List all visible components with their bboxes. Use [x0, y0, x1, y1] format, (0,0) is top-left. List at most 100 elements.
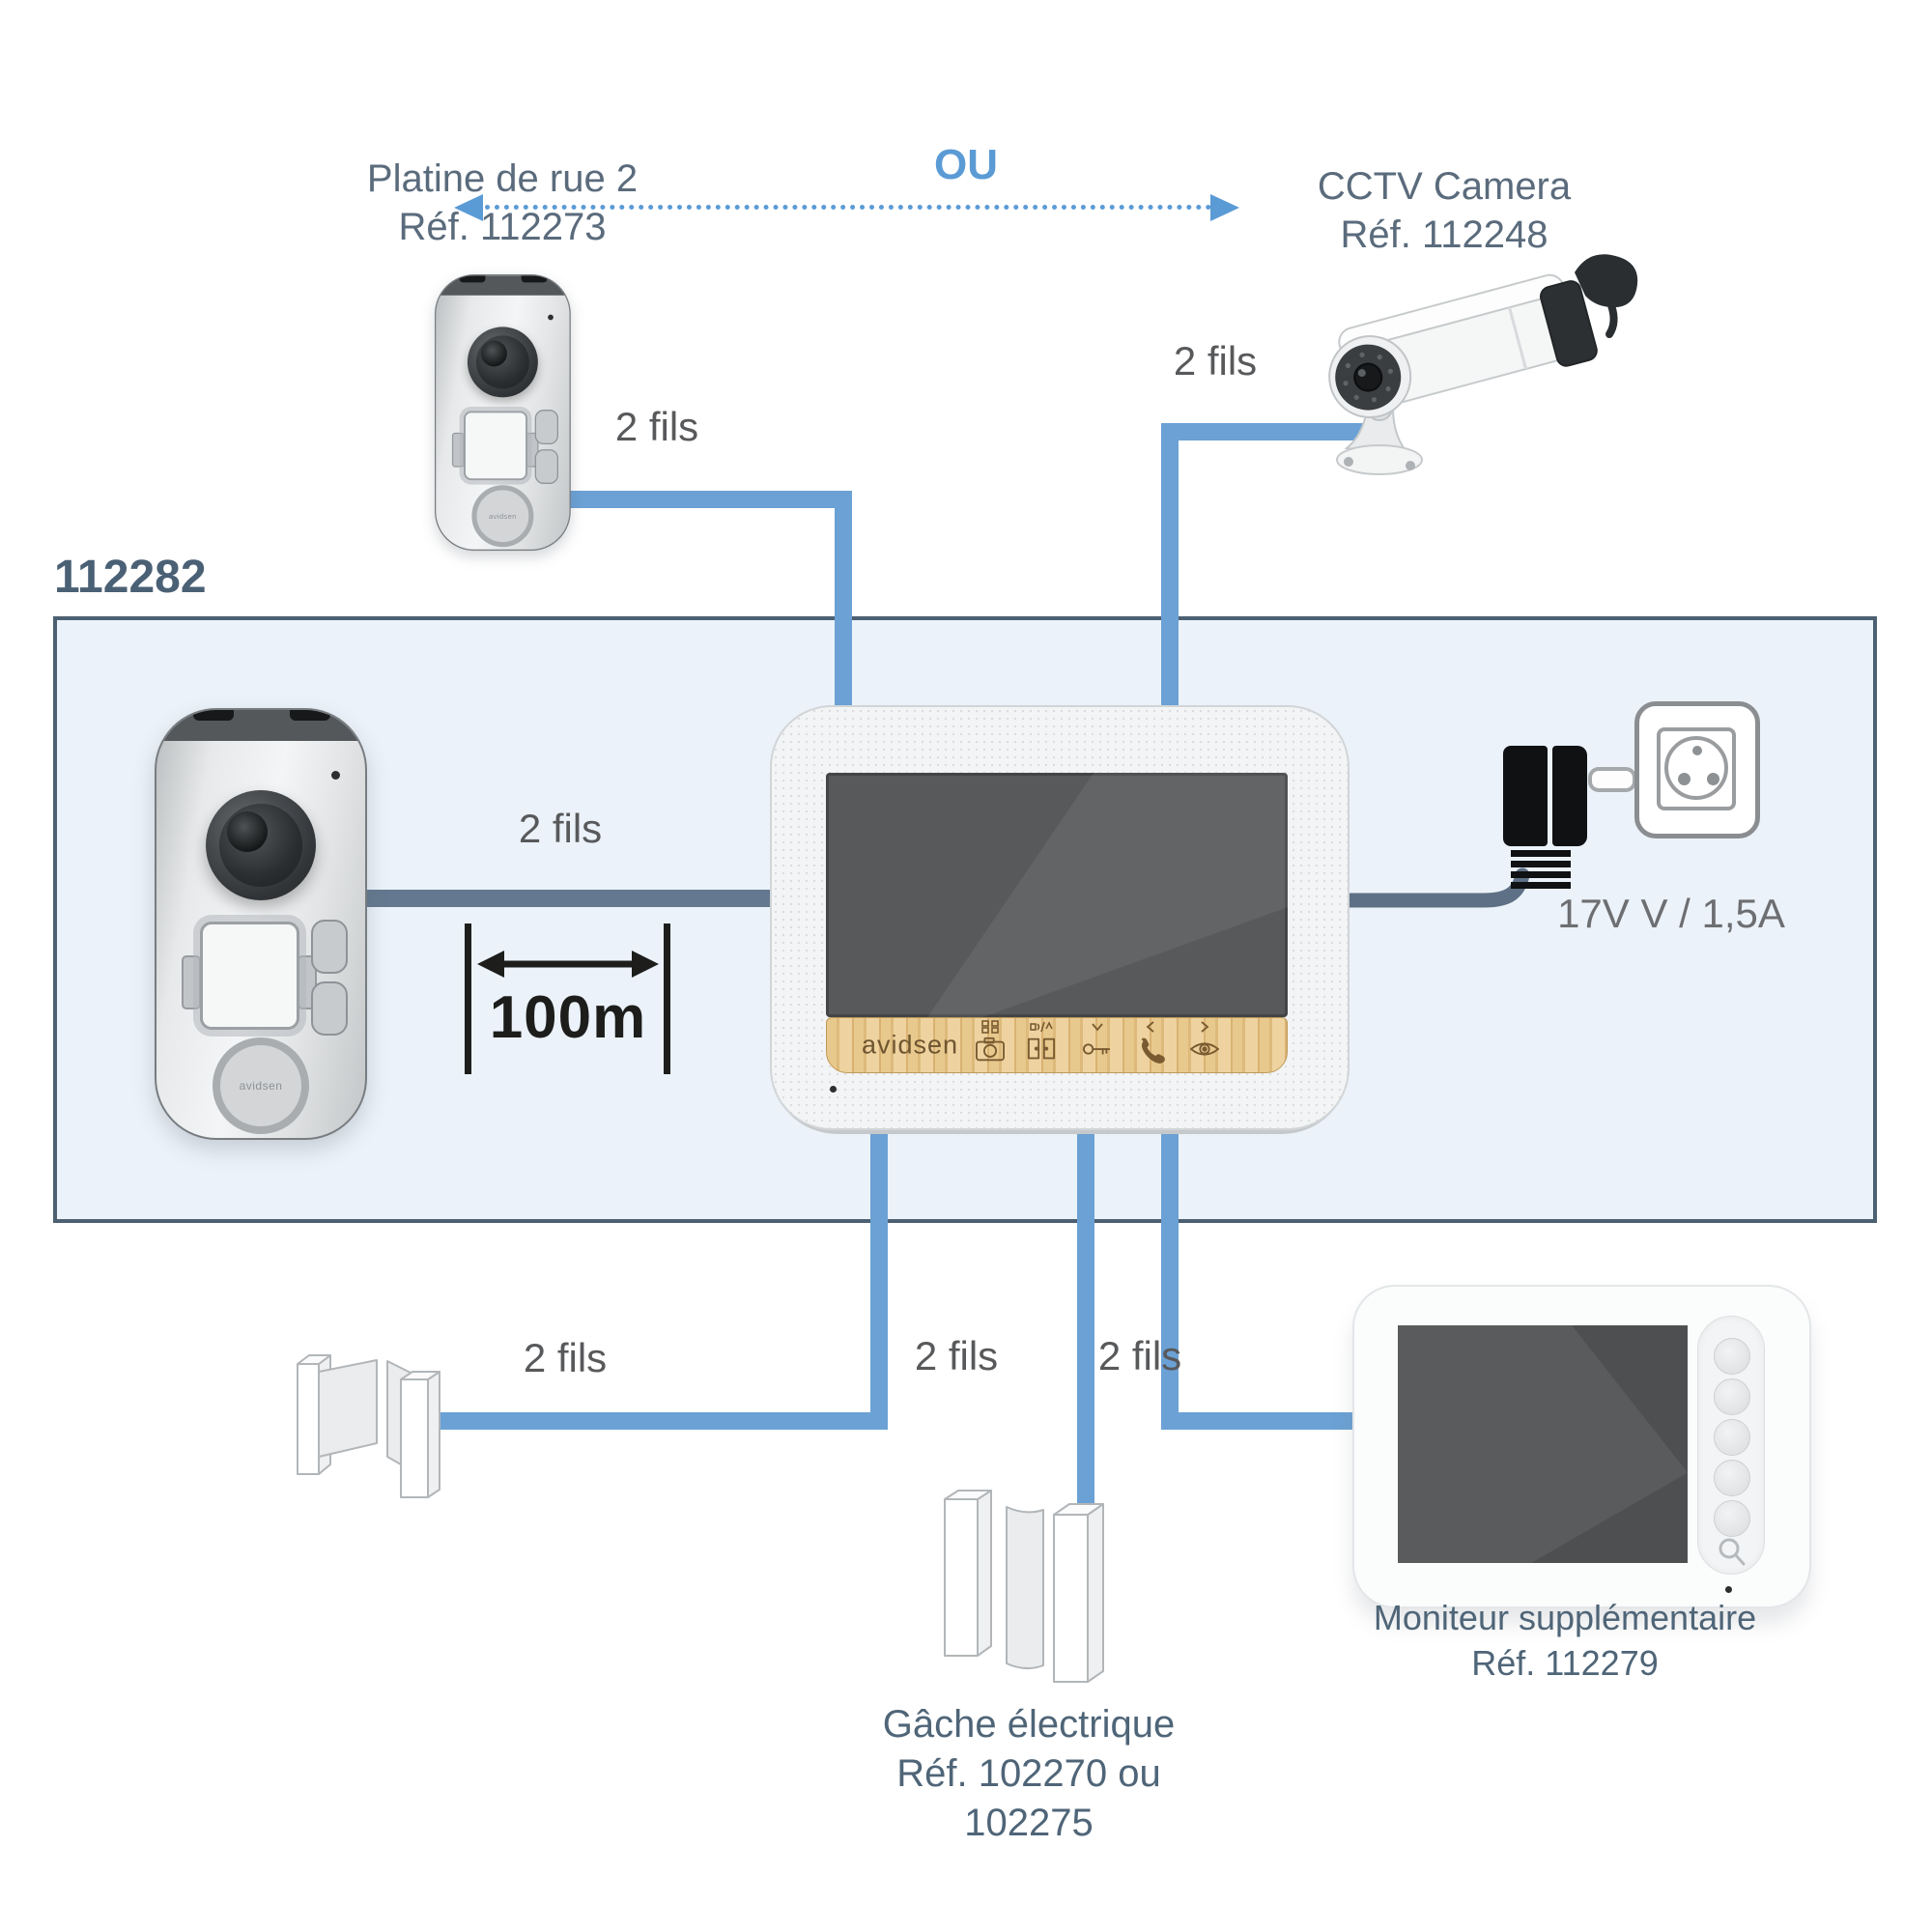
extra-monitor-screen [1398, 1325, 1688, 1563]
extra-monitor-button-1 [1714, 1338, 1750, 1375]
power-adapter [1503, 746, 1648, 900]
power-rating: 17V V / 1,5A [1557, 891, 1785, 936]
cctv-ref: Réf. 112248 [1340, 213, 1548, 256]
door-station-device: avidsen [155, 708, 367, 1140]
wire-door-station [361, 890, 775, 907]
two-wires-label-strike: 2 fils [914, 1333, 999, 1378]
magnifier-icon [1719, 1538, 1746, 1566]
melody-button [1018, 1020, 1065, 1064]
microphone-dot-icon [331, 771, 340, 780]
plug-prong-icon [1588, 767, 1636, 792]
wall-socket-icon [1634, 701, 1760, 838]
extra-monitor-ref: Réf. 112279 [1471, 1642, 1659, 1683]
name-plate [464, 411, 527, 481]
two-wires-label-gate: 2 fils [523, 1335, 608, 1380]
street-plate-label: Platine de rue 2 Réf. 112273 [357, 155, 647, 251]
doorbell-brand: avidsen [489, 511, 517, 521]
wire-strike-v [1077, 1121, 1094, 1514]
extra-monitor-button-3 [1714, 1419, 1750, 1456]
microphone-dot-icon [1725, 1586, 1732, 1593]
camera-cable-icon [1575, 254, 1638, 308]
street-plate-notch-left [459, 275, 486, 283]
key-icon [1083, 1043, 1111, 1055]
street-plate-notch-right [521, 275, 548, 283]
door-station-body: avidsen [155, 708, 367, 1140]
extra-monitor-button-4 [1714, 1460, 1750, 1496]
main-monitor-screen [826, 773, 1288, 1017]
street-plate-device: avidsen [435, 274, 571, 552]
plate-wing-left [182, 955, 201, 1009]
distance-value: 100m [489, 984, 647, 1051]
extra-monitor-button-strip [1697, 1316, 1765, 1575]
wire-street-plate-v [835, 491, 852, 715]
extra-monitor-name: Moniteur supplémentaire [1373, 1598, 1757, 1637]
distance-bar-left [465, 923, 471, 1074]
street-plate-body: avidsen [435, 274, 571, 552]
street-plate-ref: Réf. 112273 [398, 206, 607, 248]
left-mini-icon [1146, 1021, 1154, 1033]
two-wires-label-cctv: 2 fils [1173, 338, 1258, 384]
call-button: avidsen [213, 1037, 309, 1134]
arrow-right-icon [1210, 194, 1239, 221]
door-station-top-band [156, 710, 365, 741]
door-station-notch-left [193, 710, 234, 721]
unlock-button [1074, 1020, 1121, 1064]
right-mini-icon [1201, 1021, 1209, 1033]
or-dotted-line [485, 205, 1211, 210]
double-arrow-icon [477, 951, 659, 978]
arrow-left-icon [454, 194, 483, 221]
microphone-dot-icon [548, 314, 554, 321]
name-plate [200, 922, 299, 1030]
wire-extra-monitor-v [1161, 1121, 1179, 1430]
monitor-view-button [1181, 1020, 1228, 1064]
extra-monitor-button-5 [1714, 1500, 1750, 1537]
main-monitor-button-bar: avidsen [826, 1017, 1288, 1073]
camera-lens-icon [206, 790, 316, 900]
wire-cctv-h [1161, 423, 1364, 440]
door-station-notch-right [290, 710, 330, 721]
station-button-2 [311, 981, 348, 1036]
two-wires-label-door-station: 2 fils [518, 806, 603, 851]
camera-body [1328, 273, 1598, 419]
two-wires-label-street-plate: 2 fils [614, 404, 699, 449]
wire-extra-monitor-h [1161, 1412, 1356, 1430]
power-cord [1343, 867, 1530, 908]
cctv-name: CCTV Camera [1317, 165, 1572, 208]
door-strike-name: Gâche électrique [882, 1703, 1176, 1746]
camera-mount-base [1336, 444, 1423, 475]
cctv-camera-device [1328, 254, 1638, 475]
station-button-1 [311, 920, 348, 974]
answer-button [1127, 1020, 1174, 1064]
screen-reflection [1398, 1325, 1688, 1563]
wire-cctv-v [1161, 423, 1179, 715]
cctv-label: CCTV Camera Réf. 112248 [1299, 162, 1589, 259]
microphone-dot-icon [830, 1086, 837, 1093]
plate-wing-left [451, 432, 465, 468]
snapshot-button [967, 1020, 1013, 1064]
door-strike-label: Gâche électrique Réf. 102270 ou 102275 [836, 1700, 1222, 1849]
gallery-mini-icon [981, 1020, 999, 1034]
extra-monitor-label: Moniteur supplémentaire Réf. 112279 [1372, 1596, 1758, 1687]
door-strike-icon [944, 1490, 1104, 1683]
extra-monitor-button-2 [1714, 1378, 1750, 1415]
doorbell-brand: avidsen [239, 1079, 283, 1093]
camera-lens-icon [467, 327, 538, 398]
wire-gate-h [437, 1412, 888, 1430]
wire-gate-v [870, 1121, 888, 1430]
down-mini-icon [1092, 1023, 1103, 1032]
distance-bar-right [664, 923, 670, 1074]
phone-icon [1141, 1037, 1165, 1064]
screen-reflection [927, 773, 1288, 1017]
gate-icon [297, 1354, 440, 1498]
or-label: OU [934, 141, 998, 188]
two-wires-label-extra-monitor: 2 fils [1097, 1333, 1182, 1378]
mute-mini-icon [1030, 1021, 1053, 1033]
street-plate-name: Platine de rue 2 [366, 157, 639, 200]
eye-icon [1190, 1042, 1219, 1056]
station-button-2 [534, 449, 558, 484]
street-plate-top-band [436, 275, 570, 296]
kit-reference: 112282 [54, 552, 207, 603]
door-strike-ref: Réf. 102270 ou 102275 [896, 1752, 1161, 1845]
camera-icon [976, 1037, 1005, 1062]
